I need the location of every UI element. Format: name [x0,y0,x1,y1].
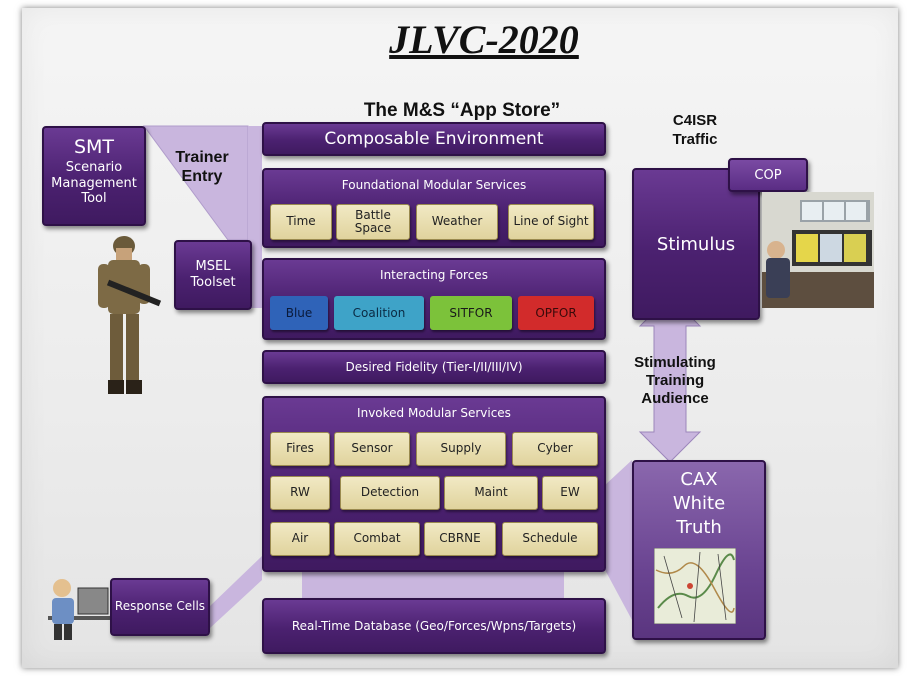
service-schedule: Schedule [502,522,598,556]
msel-label: MSEL Toolset [190,258,236,290]
service-cyber: Cyber [512,432,598,466]
service-weather: Weather [416,204,498,240]
real-time-database-box: Real-Time Database (Geo/Forces/Wpns/Targ… [262,598,606,654]
smt-desc: Scenario Management Tool [51,160,137,207]
service-sensor: Sensor [334,432,410,466]
invoked-services-panel: Invoked Modular Services Fires Sensor Su… [262,396,606,572]
fidelity-label: Desired Fidelity (Tier-I/II/III/IV) [345,360,523,374]
interacting-label: Interacting Forces [380,268,488,282]
cax-link [604,460,632,620]
database-link [302,568,564,598]
composable-label: Composable Environment [324,129,544,149]
composable-environment-box: Composable Environment [262,122,606,156]
cop-box: COP [728,158,808,192]
force-opfor: OPFOR [518,296,594,330]
diagram-subtitle: The M&S “App Store” [363,100,561,121]
stimulus-box: Stimulus [632,168,760,320]
service-maint: Maint [444,476,538,510]
foundational-label: Foundational Modular Services [341,178,527,192]
diagram-canvas: JLVC-2020 The M&S “App Store” SMT Scenar… [22,8,898,668]
database-label: Real-Time Database (Geo/Forces/Wpns/Targ… [291,619,577,633]
smt-label: SMT [73,136,115,158]
operator-icon [48,579,112,640]
service-air: Air [270,522,330,556]
response-cells-label: Response Cells [114,599,206,614]
diagram-title: JLVC-2020 [389,17,579,62]
c4isr-label: C4ISR Traffic [672,112,718,148]
service-fires: Fires [270,432,330,466]
service-ew: EW [542,476,598,510]
response-link [210,556,262,628]
force-coalition: Coalition [334,296,424,330]
operations-center-image [762,192,874,308]
force-sitfor: SITFOR [430,296,512,330]
connector-shapes [143,125,702,628]
service-line-of-sight: Line of Sight [508,204,594,240]
smt-box: SMT Scenario Management Tool [42,126,146,226]
service-rw: RW [270,476,330,510]
service-cbrne: CBRNE [424,522,496,556]
terrain-map-image [654,548,736,624]
cop-label: COP [754,167,782,183]
force-blue: Blue [270,296,328,330]
msel-box: MSEL Toolset [174,240,252,310]
service-combat: Combat [334,522,420,556]
service-detection: Detection [340,476,440,510]
service-time: Time [270,204,332,240]
desired-fidelity-box: Desired Fidelity (Tier-I/II/III/IV) [262,350,606,384]
service-battle-space: Battle Space [336,204,410,240]
soldier-icon [98,236,162,394]
interacting-forces-panel: Interacting Forces Blue Coalition SITFOR… [262,258,606,340]
foundational-services-panel: Foundational Modular Services Time Battl… [262,168,606,248]
stimulus-label: Stimulus [656,233,736,255]
invoked-label: Invoked Modular Services [357,406,511,420]
service-supply: Supply [416,432,506,466]
trainer-entry-label: Trainer Entry [175,149,229,186]
cax-label: CAX White Truth [672,469,726,538]
stimulating-label: Stimulating Training Audience [634,354,716,407]
response-cells-box: Response Cells [110,578,210,636]
